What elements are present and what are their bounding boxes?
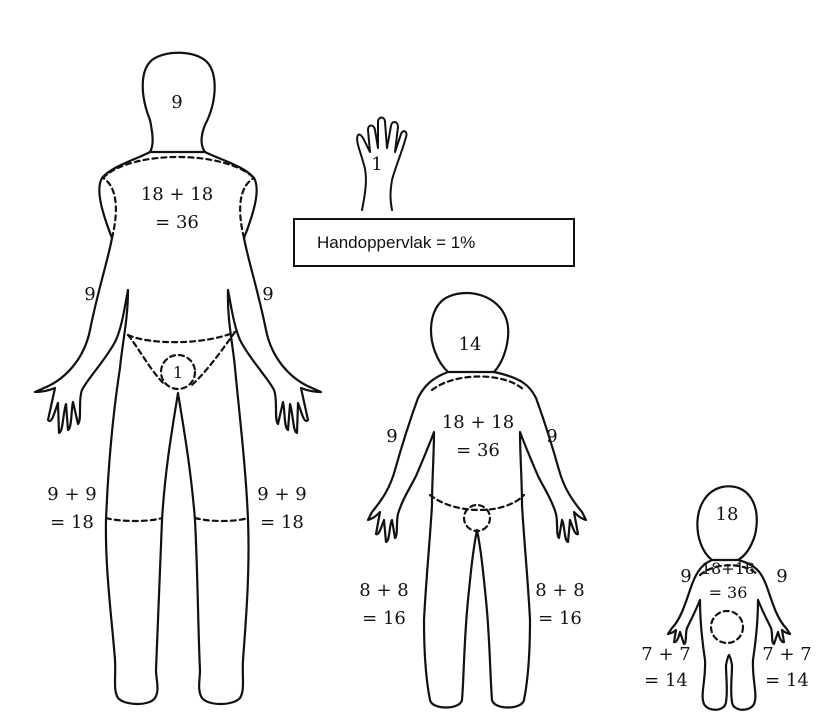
hand-surface-callout: Handoppervlak = 1% — [293, 218, 575, 267]
adult-trunk-line1: 18 + 18 — [141, 184, 213, 205]
adult-leg-left-line1: 9 + 9 — [47, 484, 96, 505]
adult-leg-left-line2: = 18 — [50, 512, 94, 533]
adult-head-value: 9 — [171, 92, 182, 113]
child-leg-right-line1: 8 + 8 — [535, 580, 584, 601]
adult-leg-right-line1: 9 + 9 — [257, 484, 306, 505]
child-arm-right-value: 9 — [546, 426, 557, 447]
hand-value: 1 — [371, 154, 382, 175]
infant-trunk-line1: 18+18 — [701, 559, 755, 578]
infant-arm-right-value: 9 — [776, 566, 787, 587]
callout-text: Handoppervlak = 1% — [317, 233, 475, 253]
adult-body-outline — [35, 152, 321, 704]
infant-leg-right-line2: = 14 — [765, 670, 809, 691]
adult-arm-left-value: 9 — [84, 284, 95, 305]
child-arm-left-value: 9 — [386, 426, 397, 447]
child-figure — [368, 293, 586, 708]
child-leg-right-line2: = 16 — [538, 608, 582, 629]
child-leg-left-line1: 8 + 8 — [359, 580, 408, 601]
child-head-value: 14 — [459, 334, 482, 355]
infant-head-value: 18 — [716, 504, 739, 525]
infant-leg-left-line2: = 14 — [644, 670, 688, 691]
adult-trunk-line2: = 36 — [155, 212, 199, 233]
adult-arm-right-value: 9 — [262, 284, 273, 305]
adult-groin-value: 1 — [173, 363, 183, 382]
infant-arm-left-value: 9 — [680, 566, 691, 587]
infant-trunk-line2: = 36 — [709, 583, 748, 602]
infant-leg-right-line1: 7 + 7 — [762, 644, 811, 665]
child-trunk-line1: 18 + 18 — [442, 412, 514, 433]
child-leg-left-line2: = 16 — [362, 608, 406, 629]
infant-leg-left-line1: 7 + 7 — [641, 644, 690, 665]
child-head — [431, 293, 508, 372]
child-trunk-line2: = 36 — [456, 440, 500, 461]
adult-leg-right-line2: = 18 — [260, 512, 304, 533]
